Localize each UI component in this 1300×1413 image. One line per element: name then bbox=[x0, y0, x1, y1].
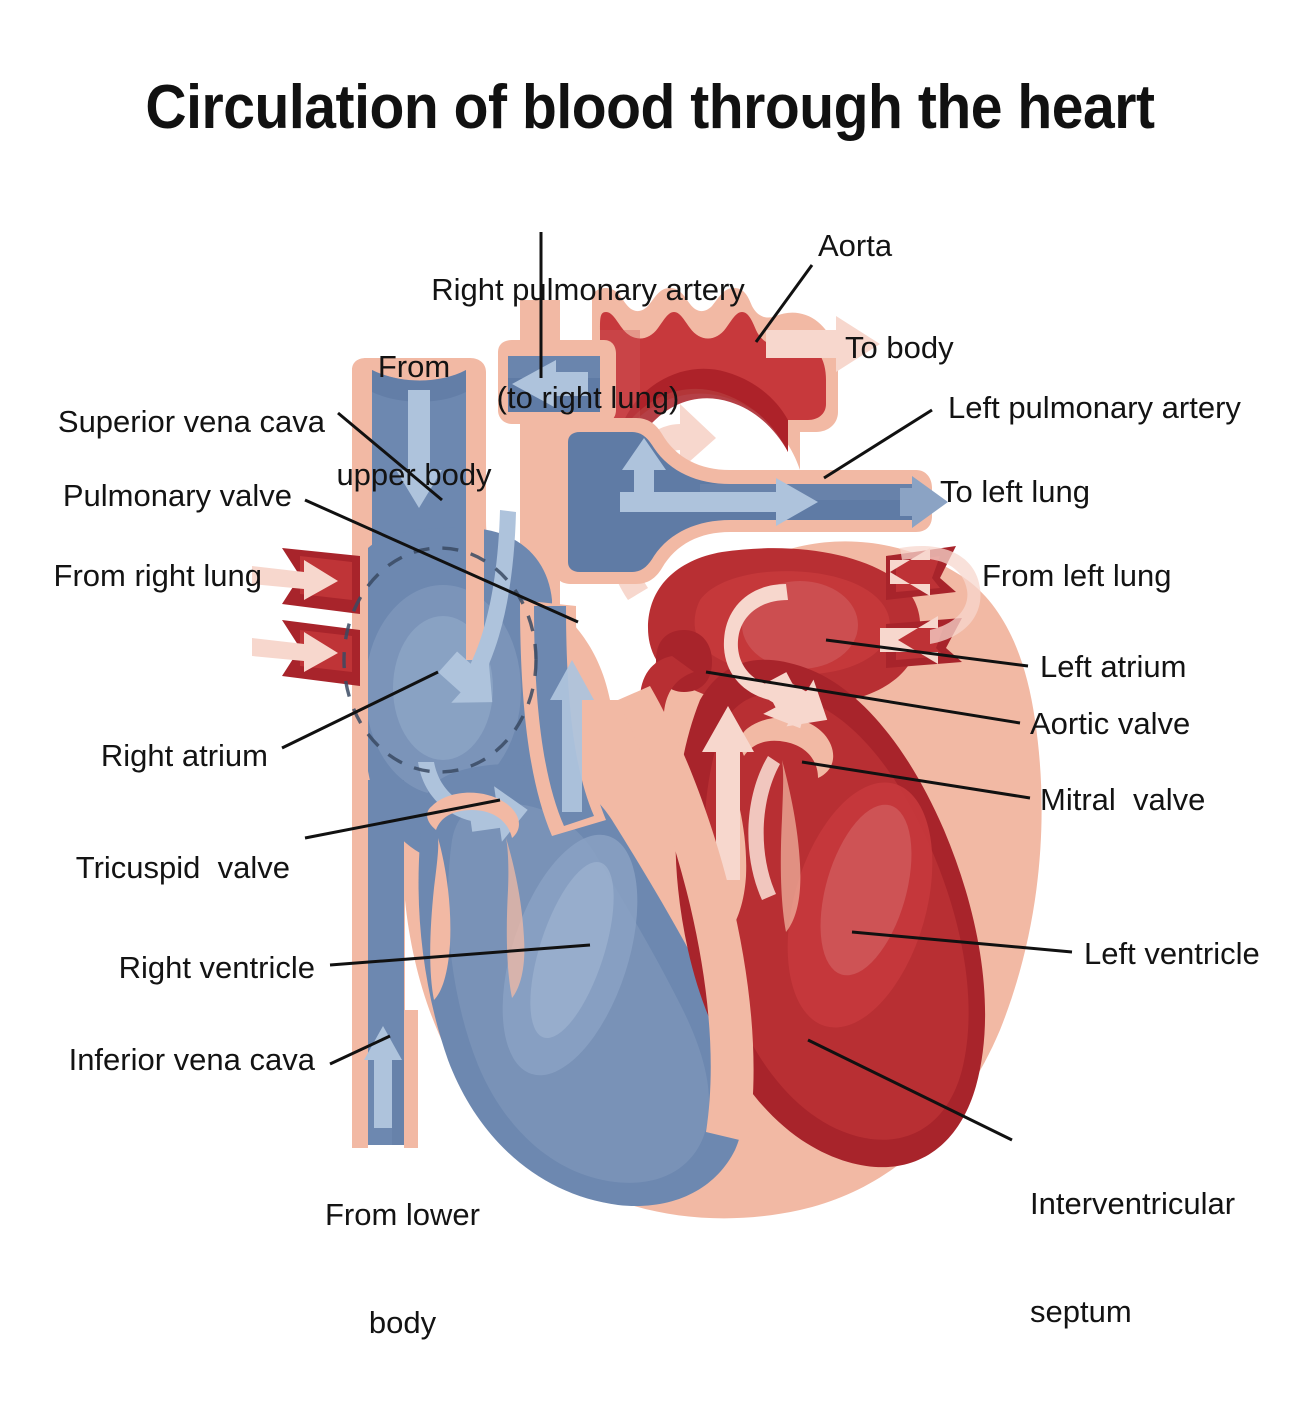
flow-arrow-pulm-vein-right-1 bbox=[252, 560, 338, 600]
flow-arrow-pulm-vein-right-2 bbox=[252, 632, 338, 672]
label-superior-vena-cava: Superior vena cava bbox=[57, 404, 325, 439]
label-from-left-lung: From left lung bbox=[982, 558, 1172, 593]
label-tricuspid-valve: Tricuspid valve bbox=[75, 850, 290, 885]
label-to-body: To body bbox=[845, 330, 954, 365]
diagram-canvas: Circulation of blood through the heart bbox=[53, 73, 1260, 1340]
label-right-pulmonary-artery: Right pulmonary artery (to right lung) bbox=[418, 200, 758, 488]
flow-arrow-svc-down bbox=[396, 390, 442, 508]
tricuspid-valve bbox=[427, 792, 525, 1000]
label-left-ventricle: Left ventricle bbox=[1084, 936, 1260, 971]
label-aortic-valve: Aortic valve bbox=[1030, 706, 1191, 741]
leader-lines bbox=[281, 232, 1073, 1142]
label-from-lower-body-line2: body bbox=[368, 1304, 437, 1340]
label-from-right-lung: From right lung bbox=[53, 558, 262, 593]
pulmonary-valve-marker bbox=[342, 546, 538, 774]
left-heart-arterial-region bbox=[640, 545, 986, 1168]
label-from-upper-body: From upper body bbox=[304, 277, 524, 565]
label-from-upper-body-line2: upper body bbox=[336, 456, 492, 492]
label-interventricular-septum-line2: septum bbox=[1030, 1293, 1132, 1329]
label-from-lower-body: From lower body bbox=[290, 1125, 515, 1413]
label-pulmonary-valve: Pulmonary valve bbox=[62, 478, 292, 513]
label-interventricular-septum: Interventricular septum bbox=[1030, 1114, 1235, 1402]
flow-arrow-rpa-left bbox=[512, 360, 588, 408]
label-inferior-vena-cava: Inferior vena cava bbox=[68, 1042, 315, 1077]
label-right-ventricle: Right ventricle bbox=[118, 950, 315, 985]
flow-arrow-lpa-right bbox=[620, 478, 818, 526]
label-interventricular-septum-line1: Interventricular bbox=[1030, 1185, 1236, 1221]
right-pulmonary-veins bbox=[252, 548, 360, 686]
flow-arrow-pulm-vein-left-1 bbox=[890, 548, 930, 596]
flow-arrow-ivc-up bbox=[364, 1026, 402, 1128]
page-title: Circulation of blood through the heart bbox=[145, 73, 1155, 142]
label-mitral-valve: Mitral valve bbox=[1040, 782, 1206, 817]
label-left-pulmonary-artery: Left pulmonary artery bbox=[948, 390, 1241, 425]
label-left-atrium: Left atrium bbox=[1040, 649, 1187, 684]
label-right-pulmonary-artery-line2: (to right lung) bbox=[496, 379, 680, 415]
label-right-pulmonary-artery-line1: Right pulmonary artery bbox=[431, 271, 745, 307]
label-from-lower-body-line1: From lower bbox=[324, 1196, 480, 1232]
heart-anatomy-illustration bbox=[252, 232, 1073, 1219]
label-from-upper-body-line1: From bbox=[377, 348, 451, 384]
label-aorta: Aorta bbox=[818, 228, 893, 263]
flow-arrow-aorta-to-body bbox=[766, 316, 880, 372]
label-to-left-lung: To left lung bbox=[940, 474, 1090, 509]
flow-arrow-to-left-lung bbox=[900, 476, 948, 528]
interventricular-septum bbox=[618, 686, 754, 1142]
pulmonary-artery bbox=[498, 340, 948, 836]
label-right-atrium: Right atrium bbox=[100, 738, 268, 773]
